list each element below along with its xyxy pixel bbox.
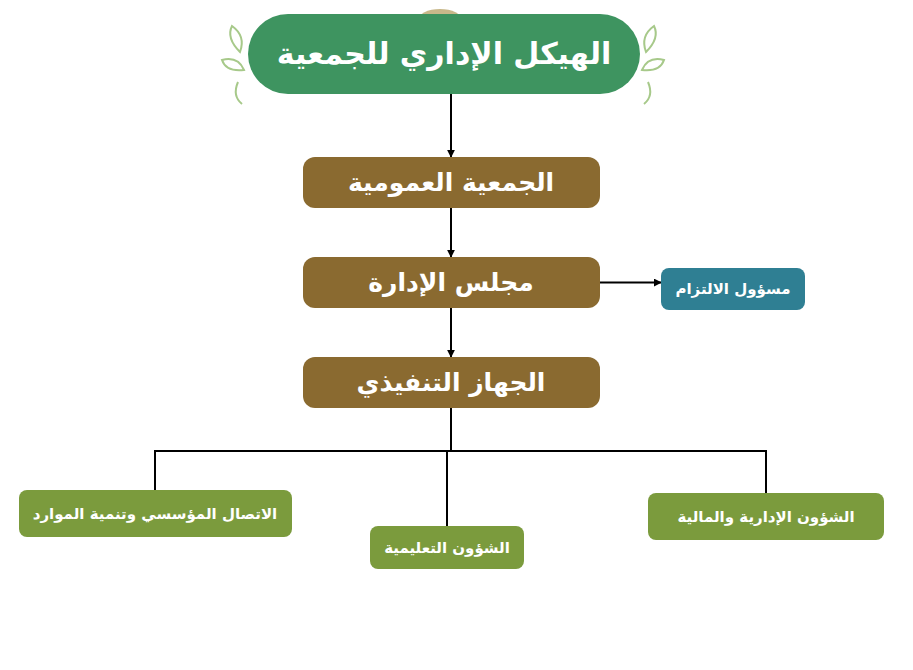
node-label: الجمعية العمومية <box>348 168 554 198</box>
department-box: الاتصال المؤسسي وتنمية الموارد <box>19 490 292 537</box>
connector-arrow <box>450 94 452 157</box>
node-label: مجلس الإدارة <box>368 268 533 298</box>
connector-line <box>451 408 766 493</box>
connector-arrow <box>450 308 452 357</box>
role-box: مسؤول الالتزام <box>661 268 805 310</box>
process-box: الجهاز التنفيذي <box>303 357 600 408</box>
connector-arrow <box>600 282 662 284</box>
connector-line <box>155 408 451 490</box>
department-box: الشؤون التعليمية <box>370 526 524 569</box>
title-banner: الهيكل الإداري للجمعية <box>248 14 640 94</box>
node-label: الشؤون الإدارية والمالية <box>677 508 854 526</box>
node-label: الهيكل الإداري للجمعية <box>277 36 611 72</box>
process-box: مجلس الإدارة <box>303 257 600 308</box>
node-label: الاتصال المؤسسي وتنمية الموارد <box>33 505 278 523</box>
node-label: الشؤون التعليمية <box>384 539 510 557</box>
node-label: مسؤول الالتزام <box>675 280 790 298</box>
node-label: الجهاز التنفيذي <box>357 368 546 398</box>
department-box: الشؤون الإدارية والمالية <box>648 493 884 540</box>
process-box: الجمعية العمومية <box>303 157 600 208</box>
connector-arrow <box>450 208 452 257</box>
